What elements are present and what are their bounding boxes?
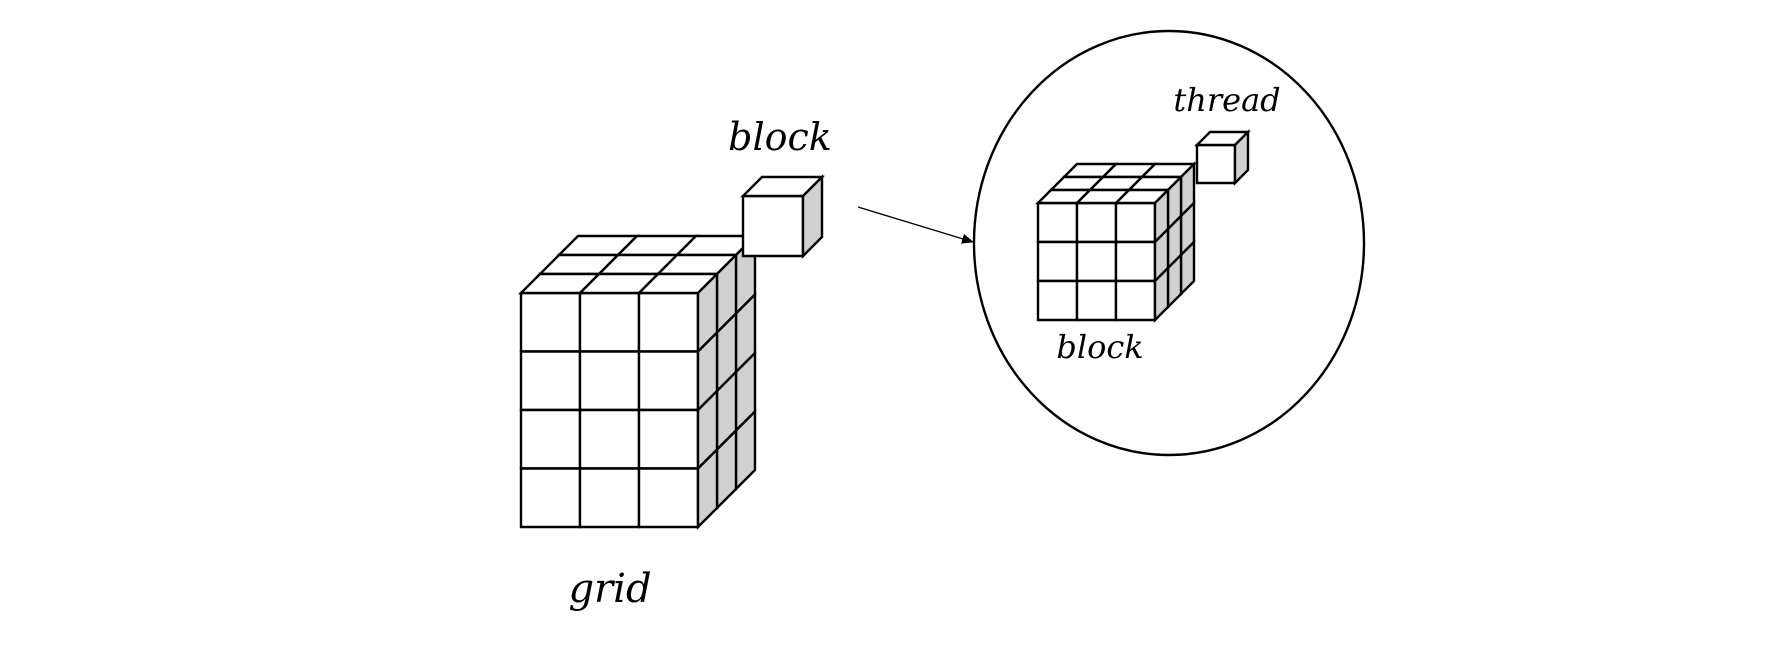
cell-front <box>578 291 641 353</box>
cell-front <box>519 291 582 353</box>
cell-front <box>1114 279 1157 322</box>
cell-front <box>637 350 700 412</box>
cell-front <box>578 350 641 412</box>
block-cube <box>1035 161 1197 323</box>
single-block-cube <box>740 174 825 259</box>
grid-label: grid <box>568 566 651 612</box>
grid-cube <box>518 233 758 530</box>
cell-front <box>578 467 641 529</box>
thread-cube <box>1194 129 1251 186</box>
cell-front <box>1036 279 1079 322</box>
cell-front <box>519 408 582 470</box>
zoom-arrow <box>857 206 974 244</box>
cell-front <box>1075 240 1118 283</box>
block-label-right: block <box>1056 328 1143 366</box>
cell-front <box>741 194 805 258</box>
cell-front <box>1036 201 1079 244</box>
cell-front <box>519 350 582 412</box>
cell-front <box>637 408 700 470</box>
cell-front <box>637 467 700 529</box>
cell-side <box>1153 265 1170 323</box>
cell-front <box>1114 240 1157 283</box>
cell-side <box>696 446 719 530</box>
cell-front <box>519 467 582 529</box>
cell-front <box>578 408 641 470</box>
thread-label: thread <box>1173 81 1280 119</box>
zoom-circle <box>972 29 1366 457</box>
cell-front <box>1075 201 1118 244</box>
cell-side <box>1233 129 1250 186</box>
cell-side <box>801 174 824 259</box>
cell-front <box>1195 143 1237 185</box>
cell-front <box>1114 201 1157 244</box>
cell-front <box>1036 240 1079 283</box>
cell-front <box>637 291 700 353</box>
block-label-left: block <box>728 115 832 159</box>
cell-front <box>1075 279 1118 322</box>
